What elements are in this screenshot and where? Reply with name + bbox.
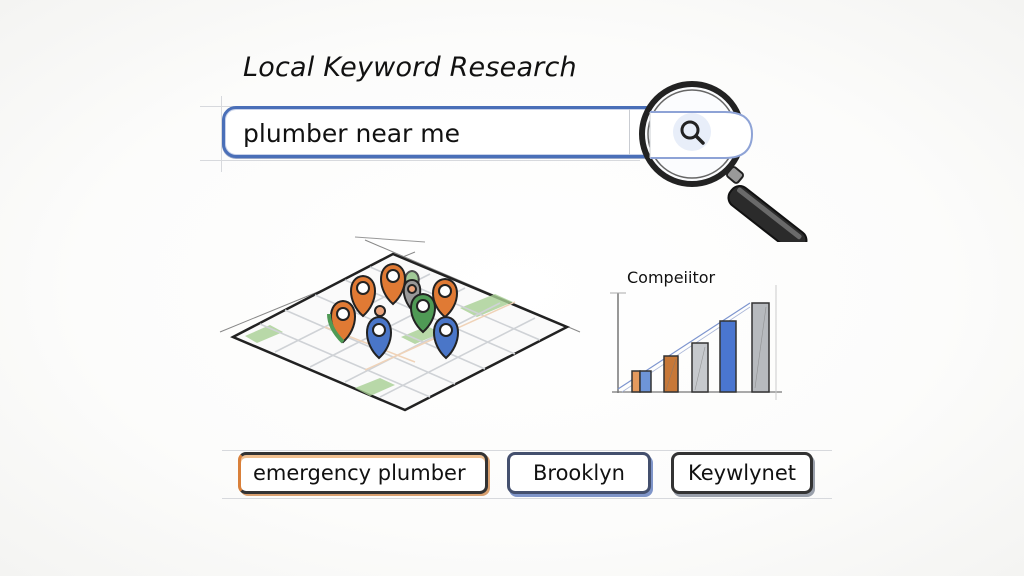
- search-bar[interactable]: [222, 106, 662, 158]
- competitor-chart: [610, 285, 782, 400]
- keyword-chip-emergency-plumber[interactable]: emergency plumber: [238, 452, 488, 494]
- search-icon: [673, 113, 711, 151]
- magnifying-glass-icon[interactable]: [630, 72, 835, 242]
- map-illustration: [219, 236, 581, 412]
- guide-line: [222, 450, 832, 451]
- search-input[interactable]: [243, 115, 623, 151]
- guide-line: [200, 160, 640, 161]
- keyword-chip-keywlynet[interactable]: Keywlynet: [671, 452, 813, 494]
- guide-line: [222, 498, 832, 499]
- page-title: Local Keyword Research: [243, 52, 577, 83]
- search-divider: [629, 109, 630, 155]
- guide-line: [221, 96, 222, 172]
- chart-title: Compeiitor: [627, 268, 716, 287]
- keyword-chip-brooklyn[interactable]: Brooklyn: [507, 452, 651, 494]
